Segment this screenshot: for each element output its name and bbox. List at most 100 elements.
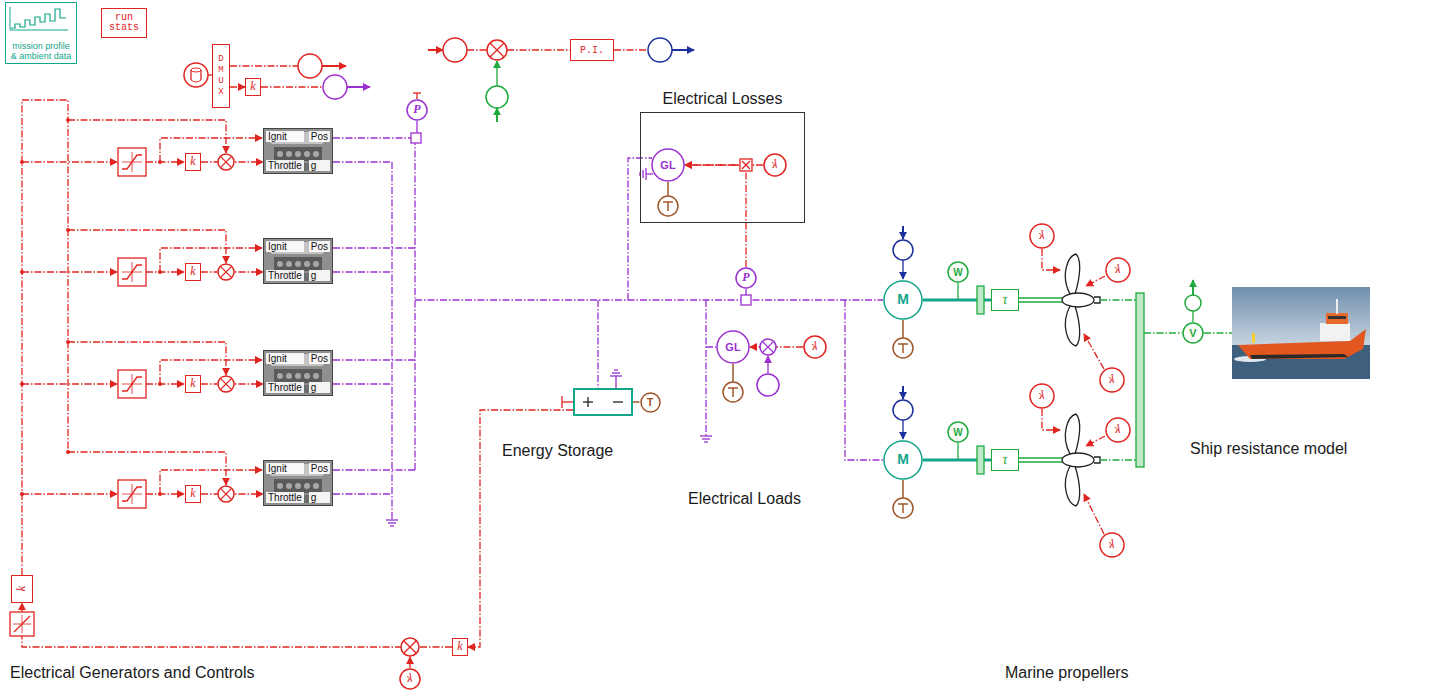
propeller-port	[1094, 457, 1100, 463]
load-element: GL	[716, 330, 750, 364]
ground-symbol	[610, 375, 622, 376]
engine-part	[313, 261, 319, 267]
port-label: Ignit	[266, 241, 304, 252]
ground-symbol	[642, 170, 643, 178]
summing-junction	[218, 154, 234, 170]
load-element: GL	[651, 148, 685, 182]
saturation-block	[118, 480, 146, 508]
junction-dot	[158, 492, 162, 496]
wire	[845, 300, 883, 460]
block-label: k	[250, 80, 255, 93]
port-label: Ignit	[266, 353, 304, 364]
summing-cross	[220, 156, 231, 167]
summing-junction	[760, 339, 776, 355]
ground-symbol	[386, 519, 398, 520]
signal-connector	[230, 86, 245, 87]
circle-shape	[884, 441, 922, 479]
wire	[507, 49, 570, 50]
wire	[614, 49, 648, 50]
summing-cross	[220, 156, 231, 167]
block-label: GL	[725, 341, 740, 353]
input-port	[486, 86, 508, 108]
ground-symbol	[700, 435, 712, 436]
wire	[68, 452, 226, 485]
circle-shape	[804, 336, 826, 358]
wire	[428, 49, 443, 51]
multiplier-block	[740, 159, 752, 171]
electric-motor: M	[883, 440, 923, 480]
wire	[146, 493, 184, 494]
heading-slot: Electrical Losses	[641, 90, 804, 108]
sensor-stem	[416, 121, 417, 133]
sensor-stem	[1192, 311, 1193, 322]
wire	[333, 247, 415, 248]
chart-axis	[10, 7, 68, 30]
wire	[467, 49, 487, 50]
circle-shape	[1030, 224, 1054, 248]
power-sensor-box	[741, 295, 751, 305]
propeller-shaft	[1019, 301, 1066, 302]
wire	[1100, 459, 1138, 460]
wire	[409, 657, 410, 668]
circle-shape	[1106, 418, 1130, 442]
data-source-block: mission profile & ambient data	[5, 2, 77, 64]
multiplier-glyph	[742, 161, 750, 169]
port-label: g	[309, 270, 330, 281]
engine-part	[277, 373, 283, 379]
junction-dot	[158, 270, 162, 274]
thermal-glyph	[667, 202, 669, 211]
section-label: Electrical Loads	[688, 490, 801, 508]
wire	[1144, 332, 1182, 333]
pi-controller: P.I.	[570, 39, 614, 61]
port-label: g	[309, 492, 330, 503]
hull-stripe	[1250, 354, 1348, 359]
ship-picture: Ship resistance model	[1232, 287, 1370, 379]
thermal-port-symbol	[893, 338, 913, 358]
thermal-port-symbol	[893, 498, 913, 518]
flange-symbol	[977, 286, 984, 314]
engine-part	[286, 483, 292, 489]
engine-block: IgnitPosThrottleg	[263, 238, 333, 284]
engine-block: IgnitPosThrottleg	[263, 128, 333, 174]
circle-shape	[1183, 323, 1203, 343]
engine-part	[277, 261, 283, 267]
block-label: mission profile & ambient data	[9, 42, 73, 61]
junction-dot	[20, 160, 24, 164]
block-label: P	[413, 103, 420, 116]
summing-cross	[762, 341, 773, 352]
engine-block: IgnitPosThrottleg	[263, 460, 333, 506]
ground-symbol	[702, 438, 710, 439]
engine-part	[295, 483, 301, 489]
gain-block: k	[185, 375, 201, 393]
sensor-stem	[745, 289, 746, 295]
circle-shape	[641, 393, 660, 412]
circle-shape	[400, 669, 420, 689]
block-label: k	[190, 265, 195, 278]
sky	[1232, 287, 1370, 347]
ground-symbol	[390, 525, 394, 526]
signal-connector	[633, 401, 640, 403]
database-symbol	[191, 80, 201, 82]
propeller-hub	[1062, 453, 1094, 467]
battery-symbol	[575, 390, 631, 414]
velocity-sensor: V	[1182, 322, 1204, 344]
summing-cross	[220, 266, 231, 277]
circle-shape	[884, 281, 922, 319]
port-label: Pos	[309, 241, 330, 252]
block-label: V	[1189, 327, 1196, 339]
engine-part	[286, 373, 292, 379]
wire	[902, 420, 903, 439]
database-symbol	[184, 63, 208, 87]
saturation-glyph	[122, 265, 142, 279]
wire	[160, 360, 262, 384]
wire	[902, 226, 904, 239]
gain-block: k	[185, 153, 201, 171]
heading-slot: Energy Storage	[502, 442, 613, 460]
marker-symbol	[562, 401, 573, 402]
circle-shape	[407, 100, 427, 120]
circle-shape	[1030, 384, 1054, 408]
battery: Energy Storage	[573, 388, 633, 416]
engine-part	[295, 373, 301, 379]
junction-dot	[66, 340, 70, 344]
demux-block: D M U X	[212, 44, 230, 108]
